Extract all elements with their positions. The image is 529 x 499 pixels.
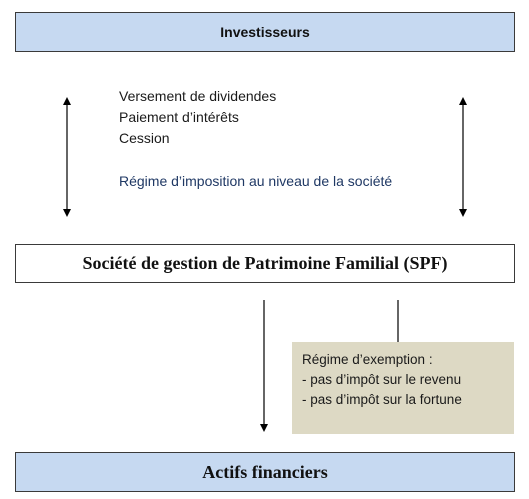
- flow-item: Paiement d’intérêts: [119, 109, 239, 125]
- exemption-callout: Régime d’exemption : - pas d’impôt sur l…: [292, 342, 514, 434]
- assets-box: Actifs financiers: [15, 452, 515, 492]
- investors-label: Investisseurs: [220, 24, 310, 40]
- spf-label: Société de gestion de Patrimoine Familia…: [82, 253, 448, 273]
- exemption-item: - pas d’impôt sur le revenu: [302, 372, 462, 387]
- spf-box: Société de gestion de Patrimoine Familia…: [15, 244, 515, 283]
- flow-item: Cession: [119, 130, 170, 146]
- flows-list: Versement de dividendes Paiement d’intér…: [119, 86, 276, 149]
- tax-regime-note: Régime d’imposition au niveau de la soci…: [119, 173, 393, 189]
- investors-box: Investisseurs: [15, 12, 515, 52]
- exemption-title: Régime d’exemption :: [302, 352, 433, 367]
- assets-label: Actifs financiers: [202, 461, 328, 482]
- flow-item: Versement de dividendes: [119, 88, 277, 104]
- exemption-item: - pas d’impôt sur la fortune: [302, 392, 462, 407]
